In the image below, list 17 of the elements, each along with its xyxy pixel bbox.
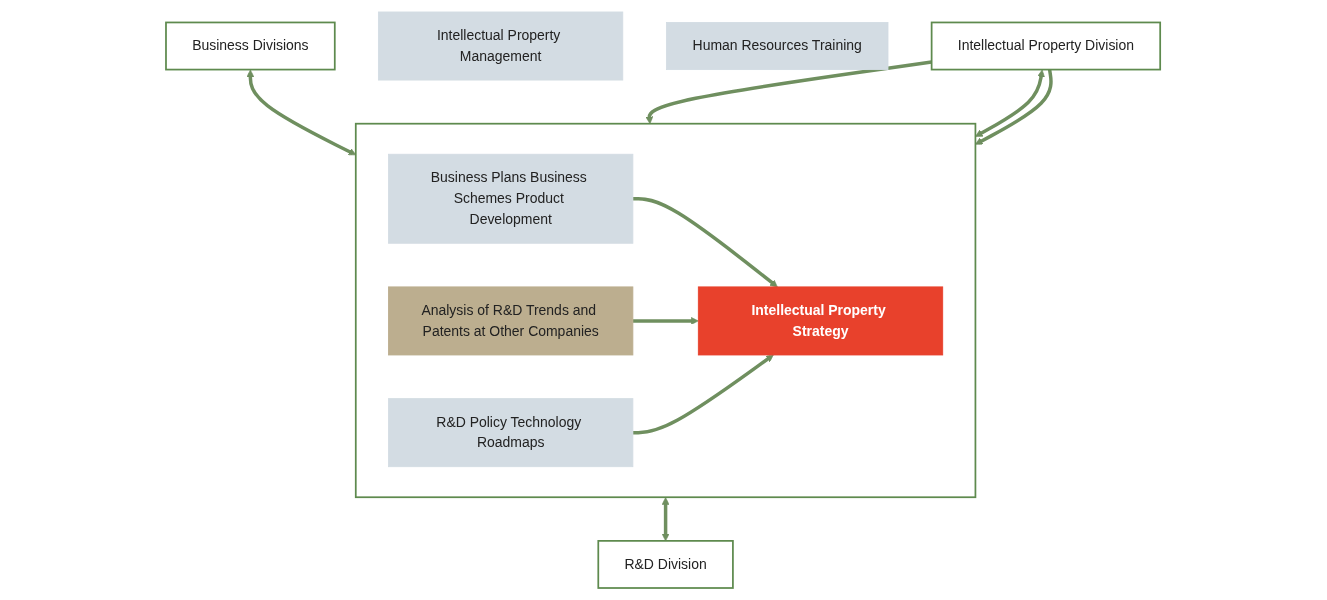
node-box: Business Plans Business Schemes Product Development — [388, 153, 634, 244]
arrow — [246, 69, 357, 156]
node-box: R&D Division — [597, 540, 735, 589]
node-box: Analysis of R&D Trends and Patents at Other Companies — [388, 286, 634, 356]
arrow — [662, 497, 670, 542]
cluster — [355, 122, 977, 499]
arrow — [645, 60, 933, 125]
node-box: Intellectual Property Division — [931, 21, 1162, 71]
node-box: Business Divisions — [165, 21, 337, 71]
arrow — [633, 354, 775, 435]
arrow — [975, 69, 1054, 145]
node-box: Human Resources Training — [666, 22, 889, 70]
node-box: Intellectual Property Management — [378, 11, 624, 81]
arrow — [633, 197, 779, 288]
node-box: R&D Policy Technology Roadmaps — [388, 398, 634, 468]
node-box: Intellectual Property Strategy — [698, 286, 944, 356]
arrow — [975, 69, 1046, 137]
